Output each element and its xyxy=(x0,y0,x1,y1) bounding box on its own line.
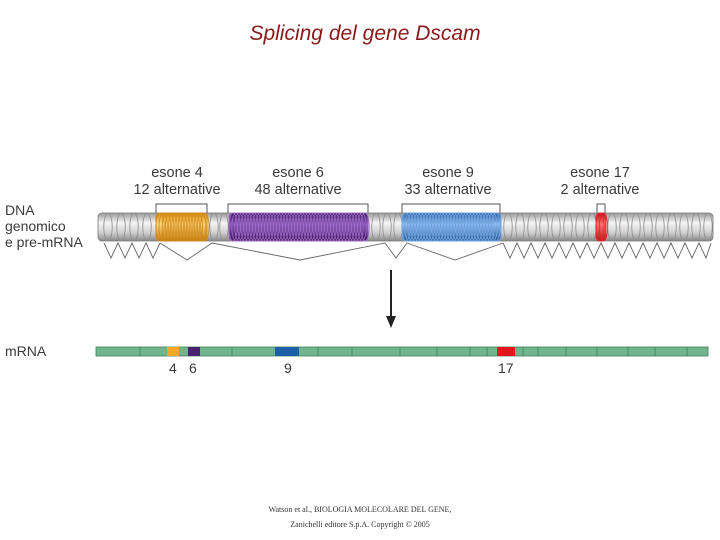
exon-4-alternatives: 12 alternative xyxy=(133,182,221,198)
mrna-bar xyxy=(95,346,709,357)
mrna-label-4: 4 xyxy=(169,360,177,376)
dna-label-line1: DNA xyxy=(5,202,35,218)
exon-9-alternatives: 33 alternative xyxy=(404,182,492,198)
splice-lines xyxy=(103,241,712,261)
exon-17-label: esone 17 2 alternative xyxy=(540,165,660,199)
exon-17-alternatives-block xyxy=(595,212,609,242)
mrna-exon-9 xyxy=(275,347,299,356)
exon-6-label: esone 6 48 alternative xyxy=(238,165,358,199)
bracket-exon-9 xyxy=(401,203,501,213)
bracket-exon-4 xyxy=(155,203,208,213)
mrna-label-6: 6 xyxy=(189,360,197,376)
mrna-label-17: 17 xyxy=(498,360,514,376)
exon-6-alternatives: 48 alternative xyxy=(254,182,342,198)
dna-label-line2: genomico xyxy=(5,218,66,234)
dna-label: DNA genomico e pre-mRNA xyxy=(5,202,83,250)
exon-17-name: esone 17 xyxy=(570,165,630,181)
credit-line-2: Zanichelli editore S.p.A. Copyright © 20… xyxy=(290,520,430,529)
exon-6-name: esone 6 xyxy=(272,165,324,181)
credit-line-1: Watson et al., BIOLOGIA MOLECOLARE DEL G… xyxy=(268,505,452,514)
dna-tube xyxy=(97,212,714,242)
exon-4-label: esone 4 12 alternative xyxy=(117,165,237,199)
exon-4-alternatives-block xyxy=(155,212,210,242)
mrna-exon-4 xyxy=(167,347,179,356)
bracket-exon-6 xyxy=(227,203,369,213)
dna-label-line3: e pre-mRNA xyxy=(5,234,83,250)
mrna-label-9: 9 xyxy=(284,360,292,376)
exon-9-label: esone 9 33 alternative xyxy=(388,165,508,199)
mrna-label: mRNA xyxy=(5,343,47,359)
processing-arrow xyxy=(386,270,396,328)
exon-9-alternatives-block xyxy=(401,212,502,242)
exon-17-alternatives: 2 alternative xyxy=(560,182,640,198)
exon-6-alternatives-block xyxy=(228,212,370,242)
page-title: Splicing del gene Dscam xyxy=(249,22,481,45)
mrna-exon-6 xyxy=(188,347,200,356)
exon-4-name: esone 4 xyxy=(151,165,203,181)
exon-brackets xyxy=(155,203,606,213)
exon-9-name: esone 9 xyxy=(422,165,474,181)
mrna-exon-17 xyxy=(497,347,515,356)
bracket-exon-17 xyxy=(596,203,606,213)
